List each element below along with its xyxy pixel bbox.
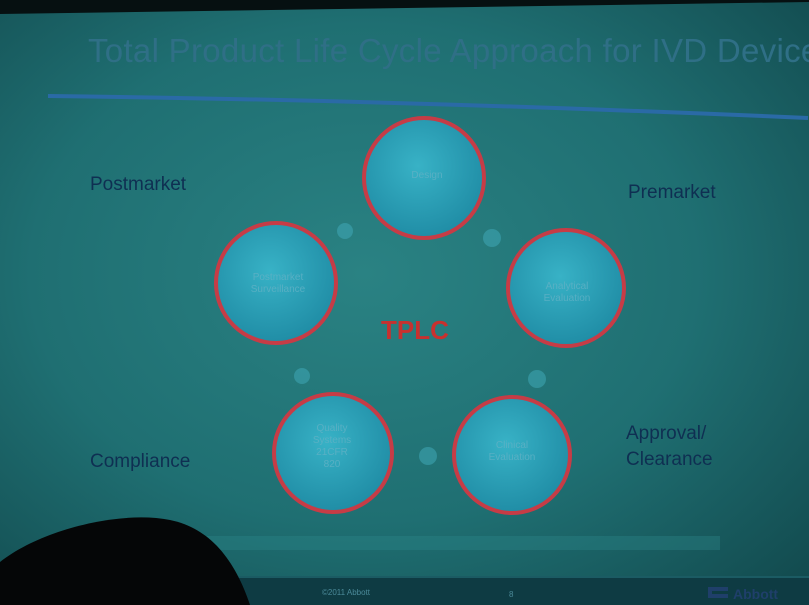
circle-surveillance-line-2: Surveillance: [250, 284, 306, 295]
process-circles: [214, 116, 626, 515]
circle-design-label: Design: [411, 170, 443, 181]
circle-clinical-line-2: Evaluation: [488, 452, 536, 463]
title-rule: [47, 94, 809, 120]
circle-analytical-line-1: Analytical: [545, 281, 589, 292]
stage-premarket-label: Premarket: [628, 182, 716, 203]
footer-copyright: ©2011 Abbott: [322, 588, 371, 597]
circle-surveillance-line-1: Postmarket: [252, 272, 304, 283]
circle-quality-line-4: 820: [323, 459, 341, 470]
cycle-arrow-icon: [294, 223, 546, 465]
circle-surveillance: [214, 221, 338, 345]
abbott-logo-icon: [708, 587, 728, 598]
circle-clinical: [452, 395, 572, 515]
stage-compliance-label: Compliance: [90, 451, 191, 472]
circle-quality: [272, 392, 394, 514]
circle-clinical-line-1: Clinical: [495, 440, 529, 451]
audience-head-silhouette: [0, 517, 250, 605]
stage-approval-label: Approval/ Clearance: [626, 421, 713, 473]
tplc-center-label: TPLC: [381, 315, 449, 345]
circle-analytical-line-2: Evaluation: [543, 293, 591, 304]
stage-approval-line-1: Approval/: [626, 423, 707, 444]
circle-analytical: [506, 228, 626, 348]
slide-title: Total Product Life Cycle Approach for IV…: [88, 32, 809, 69]
brand-name: Abbott: [733, 586, 779, 602]
circle-clinical-label: Clinical Evaluation: [457, 440, 567, 464]
footer-page-number: 8: [509, 590, 514, 599]
stage-postmarket-label: Postmarket: [90, 174, 187, 195]
circle-analytical-label: Analytical Evaluation: [512, 281, 622, 305]
circle-quality-label: Quality Systems 21CFR 820: [277, 423, 387, 471]
stage-approval-line-2: Clearance: [626, 449, 713, 470]
circle-surveillance-label: Postmarket Surveillance: [218, 272, 338, 296]
circle-quality-line-3: 21CFR: [316, 447, 348, 458]
circle-quality-line-2: Systems: [312, 435, 352, 446]
circle-quality-line-1: Quality: [316, 423, 348, 434]
circle-design: [362, 116, 486, 240]
